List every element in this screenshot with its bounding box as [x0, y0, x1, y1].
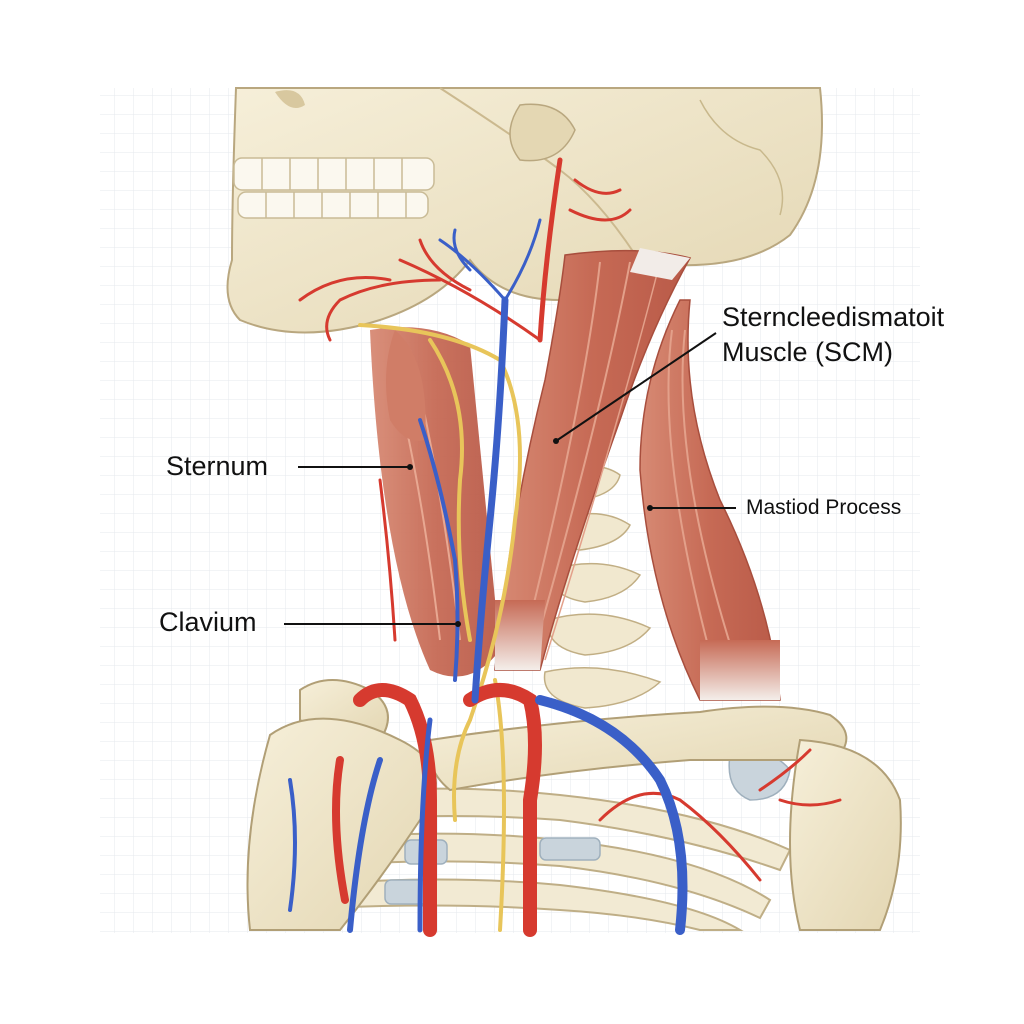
scm-label-line2: Muscle (SCM)	[722, 337, 894, 367]
leader-lines	[284, 332, 736, 625]
scm-leader-line	[555, 332, 717, 442]
veins	[288, 218, 688, 935]
sternum-label: Sternum	[166, 451, 269, 481]
clavium-label: Clavium	[159, 607, 257, 637]
arteries	[298, 157, 842, 937]
scm-label: Sterncleedismatoit Muscle (SCM)	[722, 300, 944, 370]
leader-dots	[407, 438, 653, 627]
deep-neck-muscles	[370, 327, 500, 677]
skull	[226, 87, 823, 334]
posterior-muscle-band	[639, 299, 781, 701]
scm-label-line1: Sterncleedismatoit	[722, 302, 945, 332]
sternocleidomastoid-muscle	[494, 248, 692, 671]
nerves	[358, 323, 522, 932]
mastoid-process-label: Mastiod Process	[746, 496, 902, 519]
teeth	[233, 157, 435, 219]
